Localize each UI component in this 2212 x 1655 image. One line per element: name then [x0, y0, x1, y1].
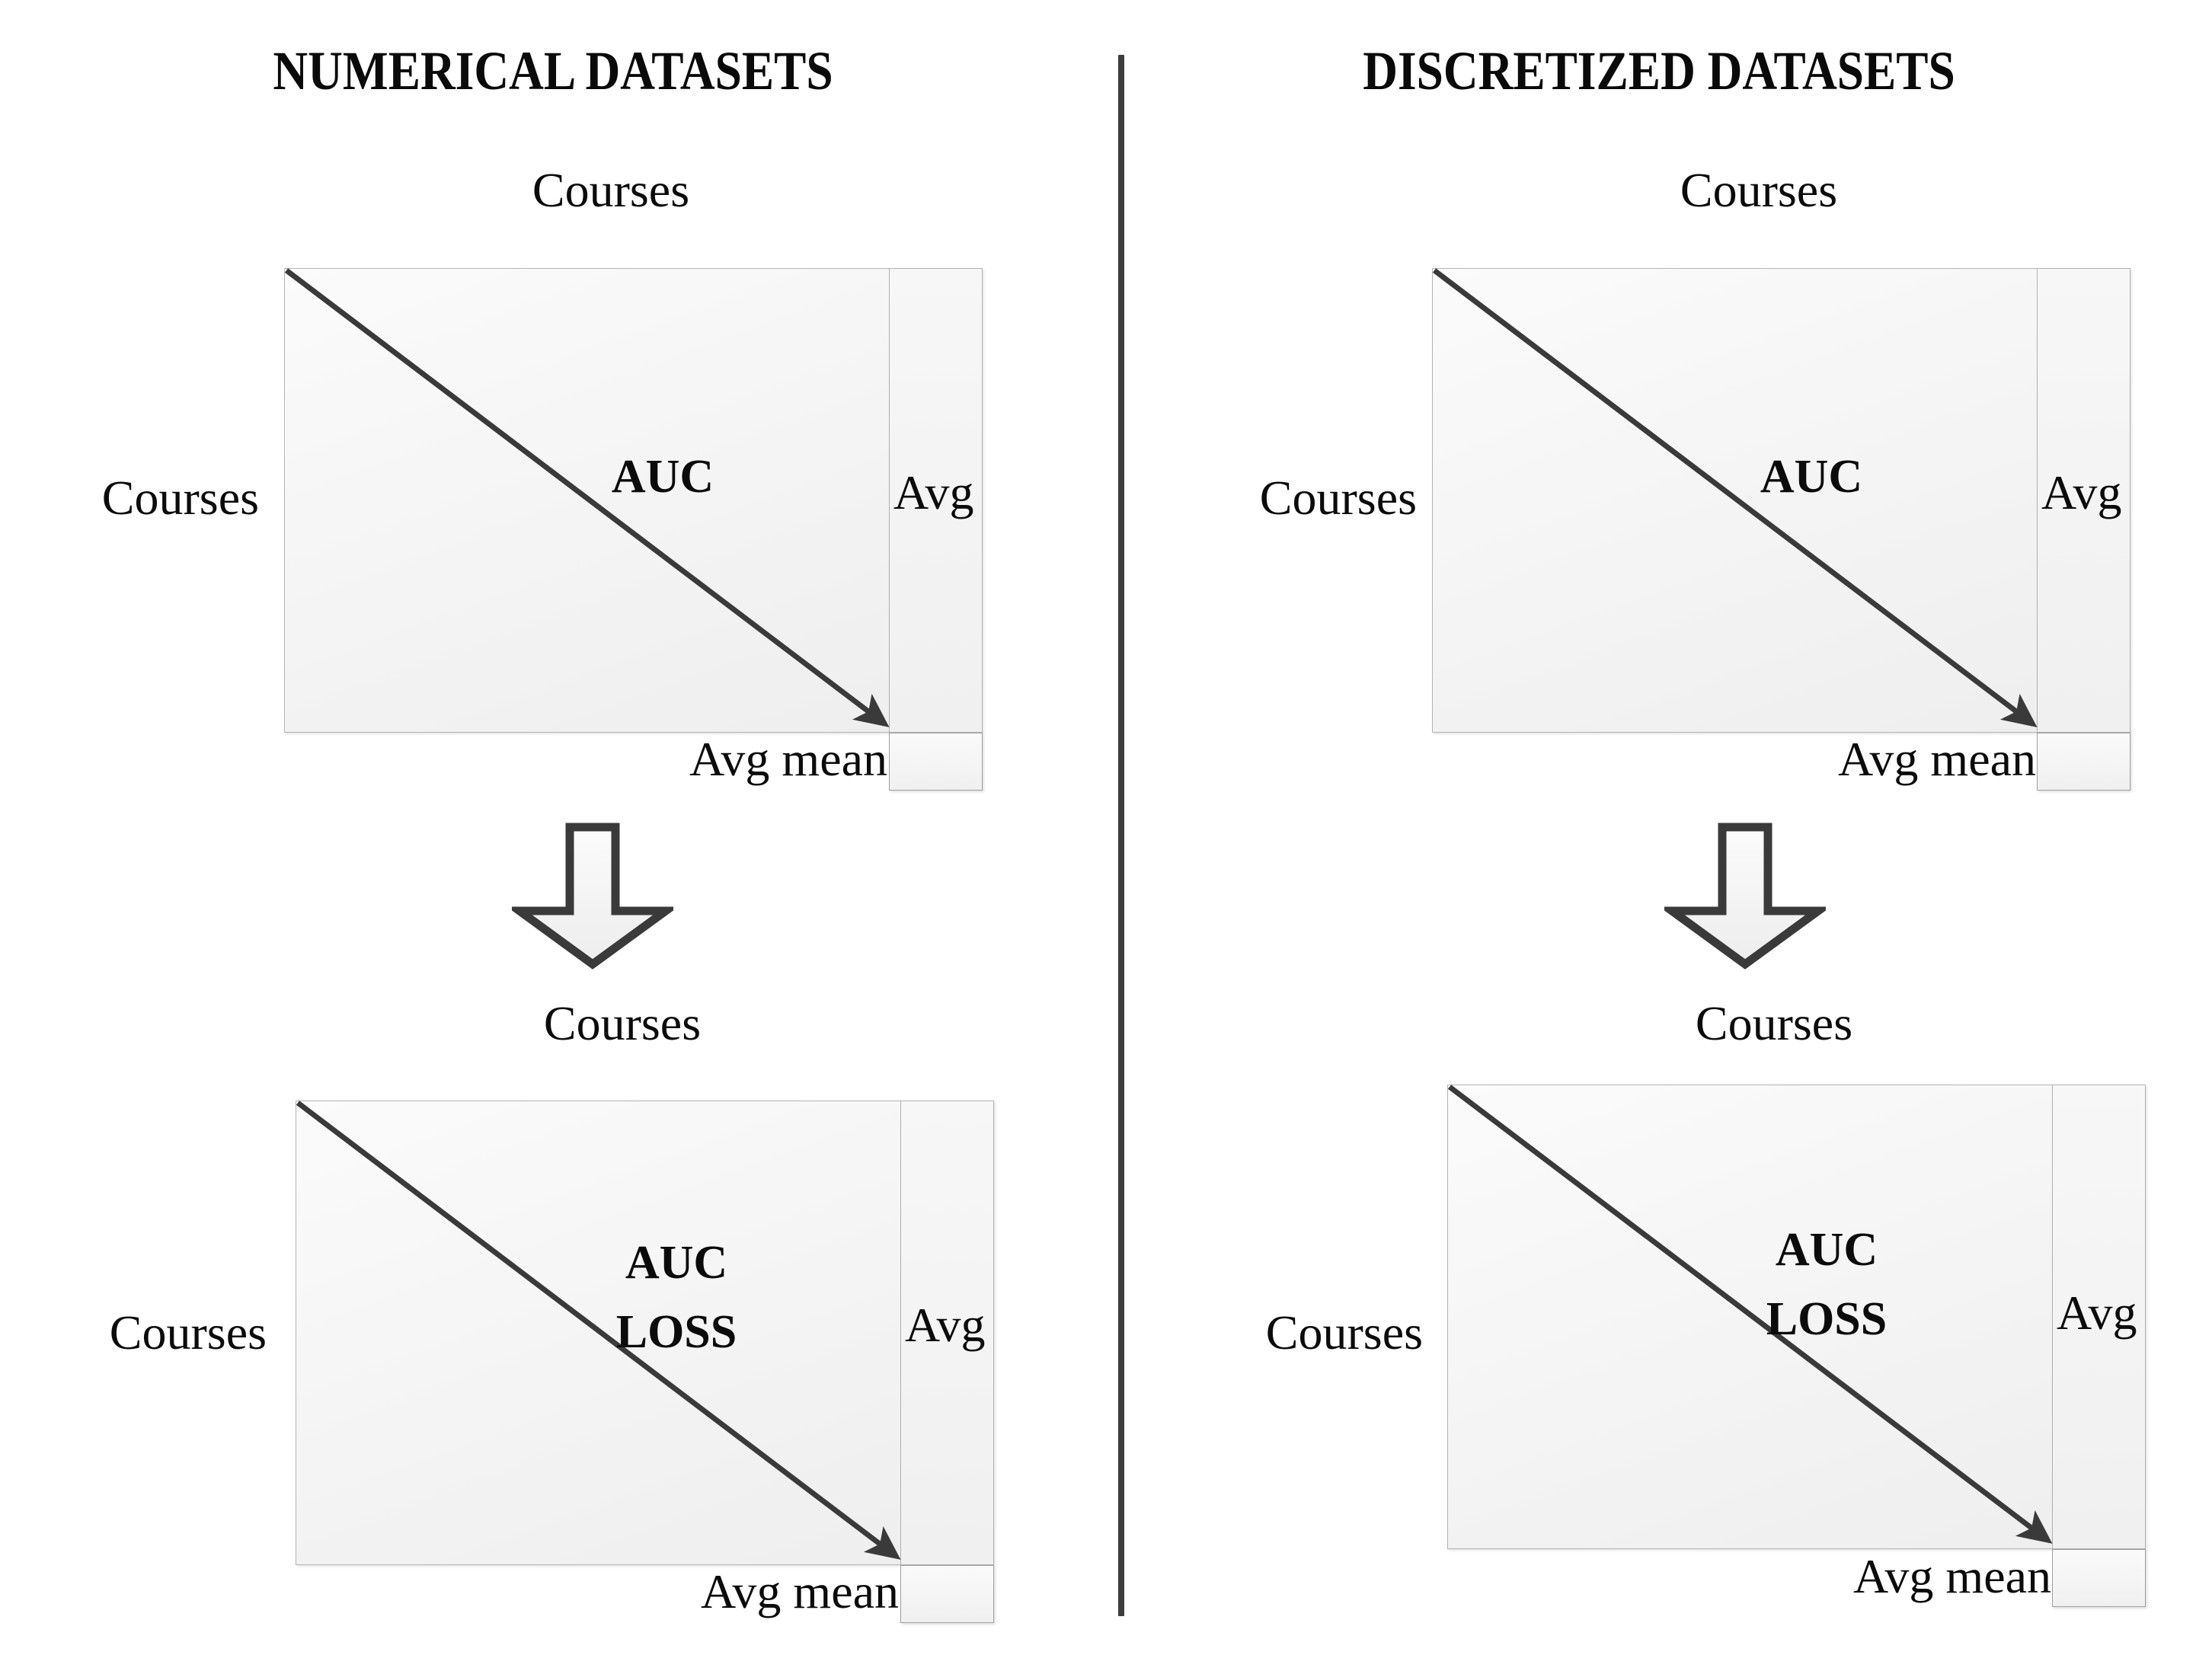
- avg-column: [2037, 268, 2130, 733]
- matrix-center-label-auc: AUC: [611, 451, 714, 503]
- avg-mean-label: Avg mean: [700, 1564, 899, 1618]
- matrix-discretized-auc-loss: [1447, 1085, 2148, 1610]
- matrix-center-label-auc: AUC: [1775, 1224, 1878, 1276]
- matrix-left-label-courses: Courses: [109, 1305, 267, 1359]
- matrix-top-label-courses: Courses: [1695, 996, 1853, 1050]
- matrix-left-label-courses: Courses: [1259, 471, 1417, 525]
- matrix-numerical-auc-loss: [296, 1101, 996, 1626]
- panel-title-numerical: NUMERICAL DATASETS: [273, 40, 833, 101]
- panel-title-discretized: DISCRETIZED DATASETS: [1363, 40, 1955, 101]
- avg-column-label: Avg: [2041, 465, 2122, 519]
- avg-mean-label: Avg mean: [689, 732, 887, 786]
- avg-mean-cell: [2037, 733, 2130, 791]
- matrix-top-label-courses: Courses: [1680, 163, 1838, 217]
- avg-column: [2052, 1085, 2146, 1549]
- avg-mean-cell: [889, 733, 983, 791]
- matrix-left-label-courses: Courses: [1265, 1305, 1423, 1359]
- matrix-center-label-loss: LOSS: [1766, 1293, 1888, 1345]
- matrix-center-label-loss: LOSS: [615, 1306, 737, 1358]
- matrix-top-label-courses: Courses: [532, 163, 690, 217]
- matrix-left-label-courses: Courses: [101, 471, 259, 525]
- matrix-discretized-auc: [1432, 268, 2133, 794]
- avg-mean-cell: [2052, 1549, 2146, 1607]
- panel-divider: [1118, 55, 1124, 1616]
- matrix-top-label-courses: Courses: [543, 996, 702, 1050]
- matrix-center-label-auc: AUC: [1760, 451, 1863, 503]
- avg-column-label: Avg: [893, 465, 974, 519]
- avg-column-label: Avg: [905, 1298, 986, 1352]
- matrix-numerical-auc: [284, 268, 985, 794]
- avg-mean-label: Avg mean: [1837, 732, 2036, 786]
- avg-column: [900, 1101, 994, 1565]
- transform-down-arrow-icon: [512, 823, 673, 970]
- avg-column: [889, 268, 983, 733]
- avg-mean-label: Avg mean: [1852, 1549, 2051, 1603]
- matrix-center-label-auc: AUC: [625, 1237, 728, 1289]
- avg-column-label: Avg: [2057, 1286, 2137, 1340]
- transform-down-arrow-icon: [1664, 823, 1826, 970]
- avg-mean-cell: [900, 1565, 994, 1623]
